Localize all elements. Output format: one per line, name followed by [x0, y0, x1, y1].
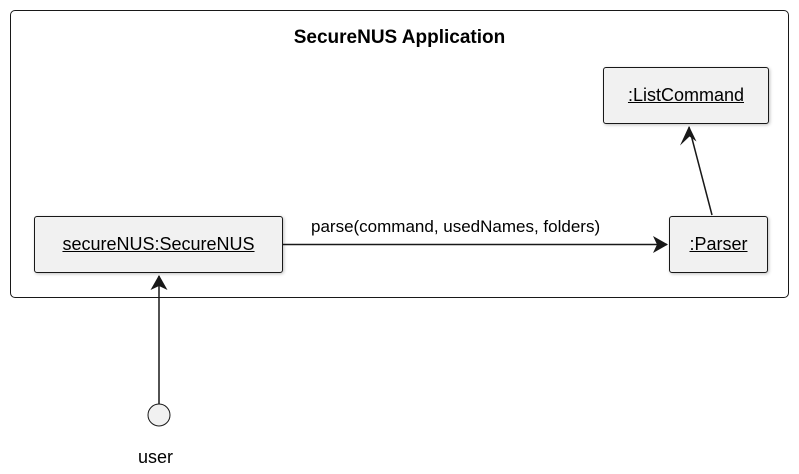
- parse-arrowhead: [653, 236, 668, 253]
- parser-to-listcommand-arrowhead: [680, 126, 697, 146]
- parser-object-label: :Parser: [689, 234, 748, 254]
- user-actor-label: user: [138, 447, 174, 467]
- user-actor-icon: [147, 403, 171, 427]
- securenus-object-name: secureNUS: [62, 234, 155, 254]
- parse-message-label: parse(command, usedNames, folders): [311, 217, 601, 236]
- parser-to-listcommand-line: [688, 126, 713, 216]
- securenus-object-label: :SecureNUS: [154, 234, 255, 254]
- securenus-object: secureNUS:SecureNUS: [34, 216, 283, 273]
- list-command-object-label: :ListCommand: [627, 85, 745, 105]
- boundary-title: SecureNUS Application: [293, 27, 506, 48]
- user-to-securenus-arrowhead: [150, 275, 168, 290]
- parser-object: :Parser: [669, 216, 768, 273]
- list-command-object: :ListCommand: [603, 67, 769, 124]
- application-boundary: SecureNUS Application: [10, 10, 789, 298]
